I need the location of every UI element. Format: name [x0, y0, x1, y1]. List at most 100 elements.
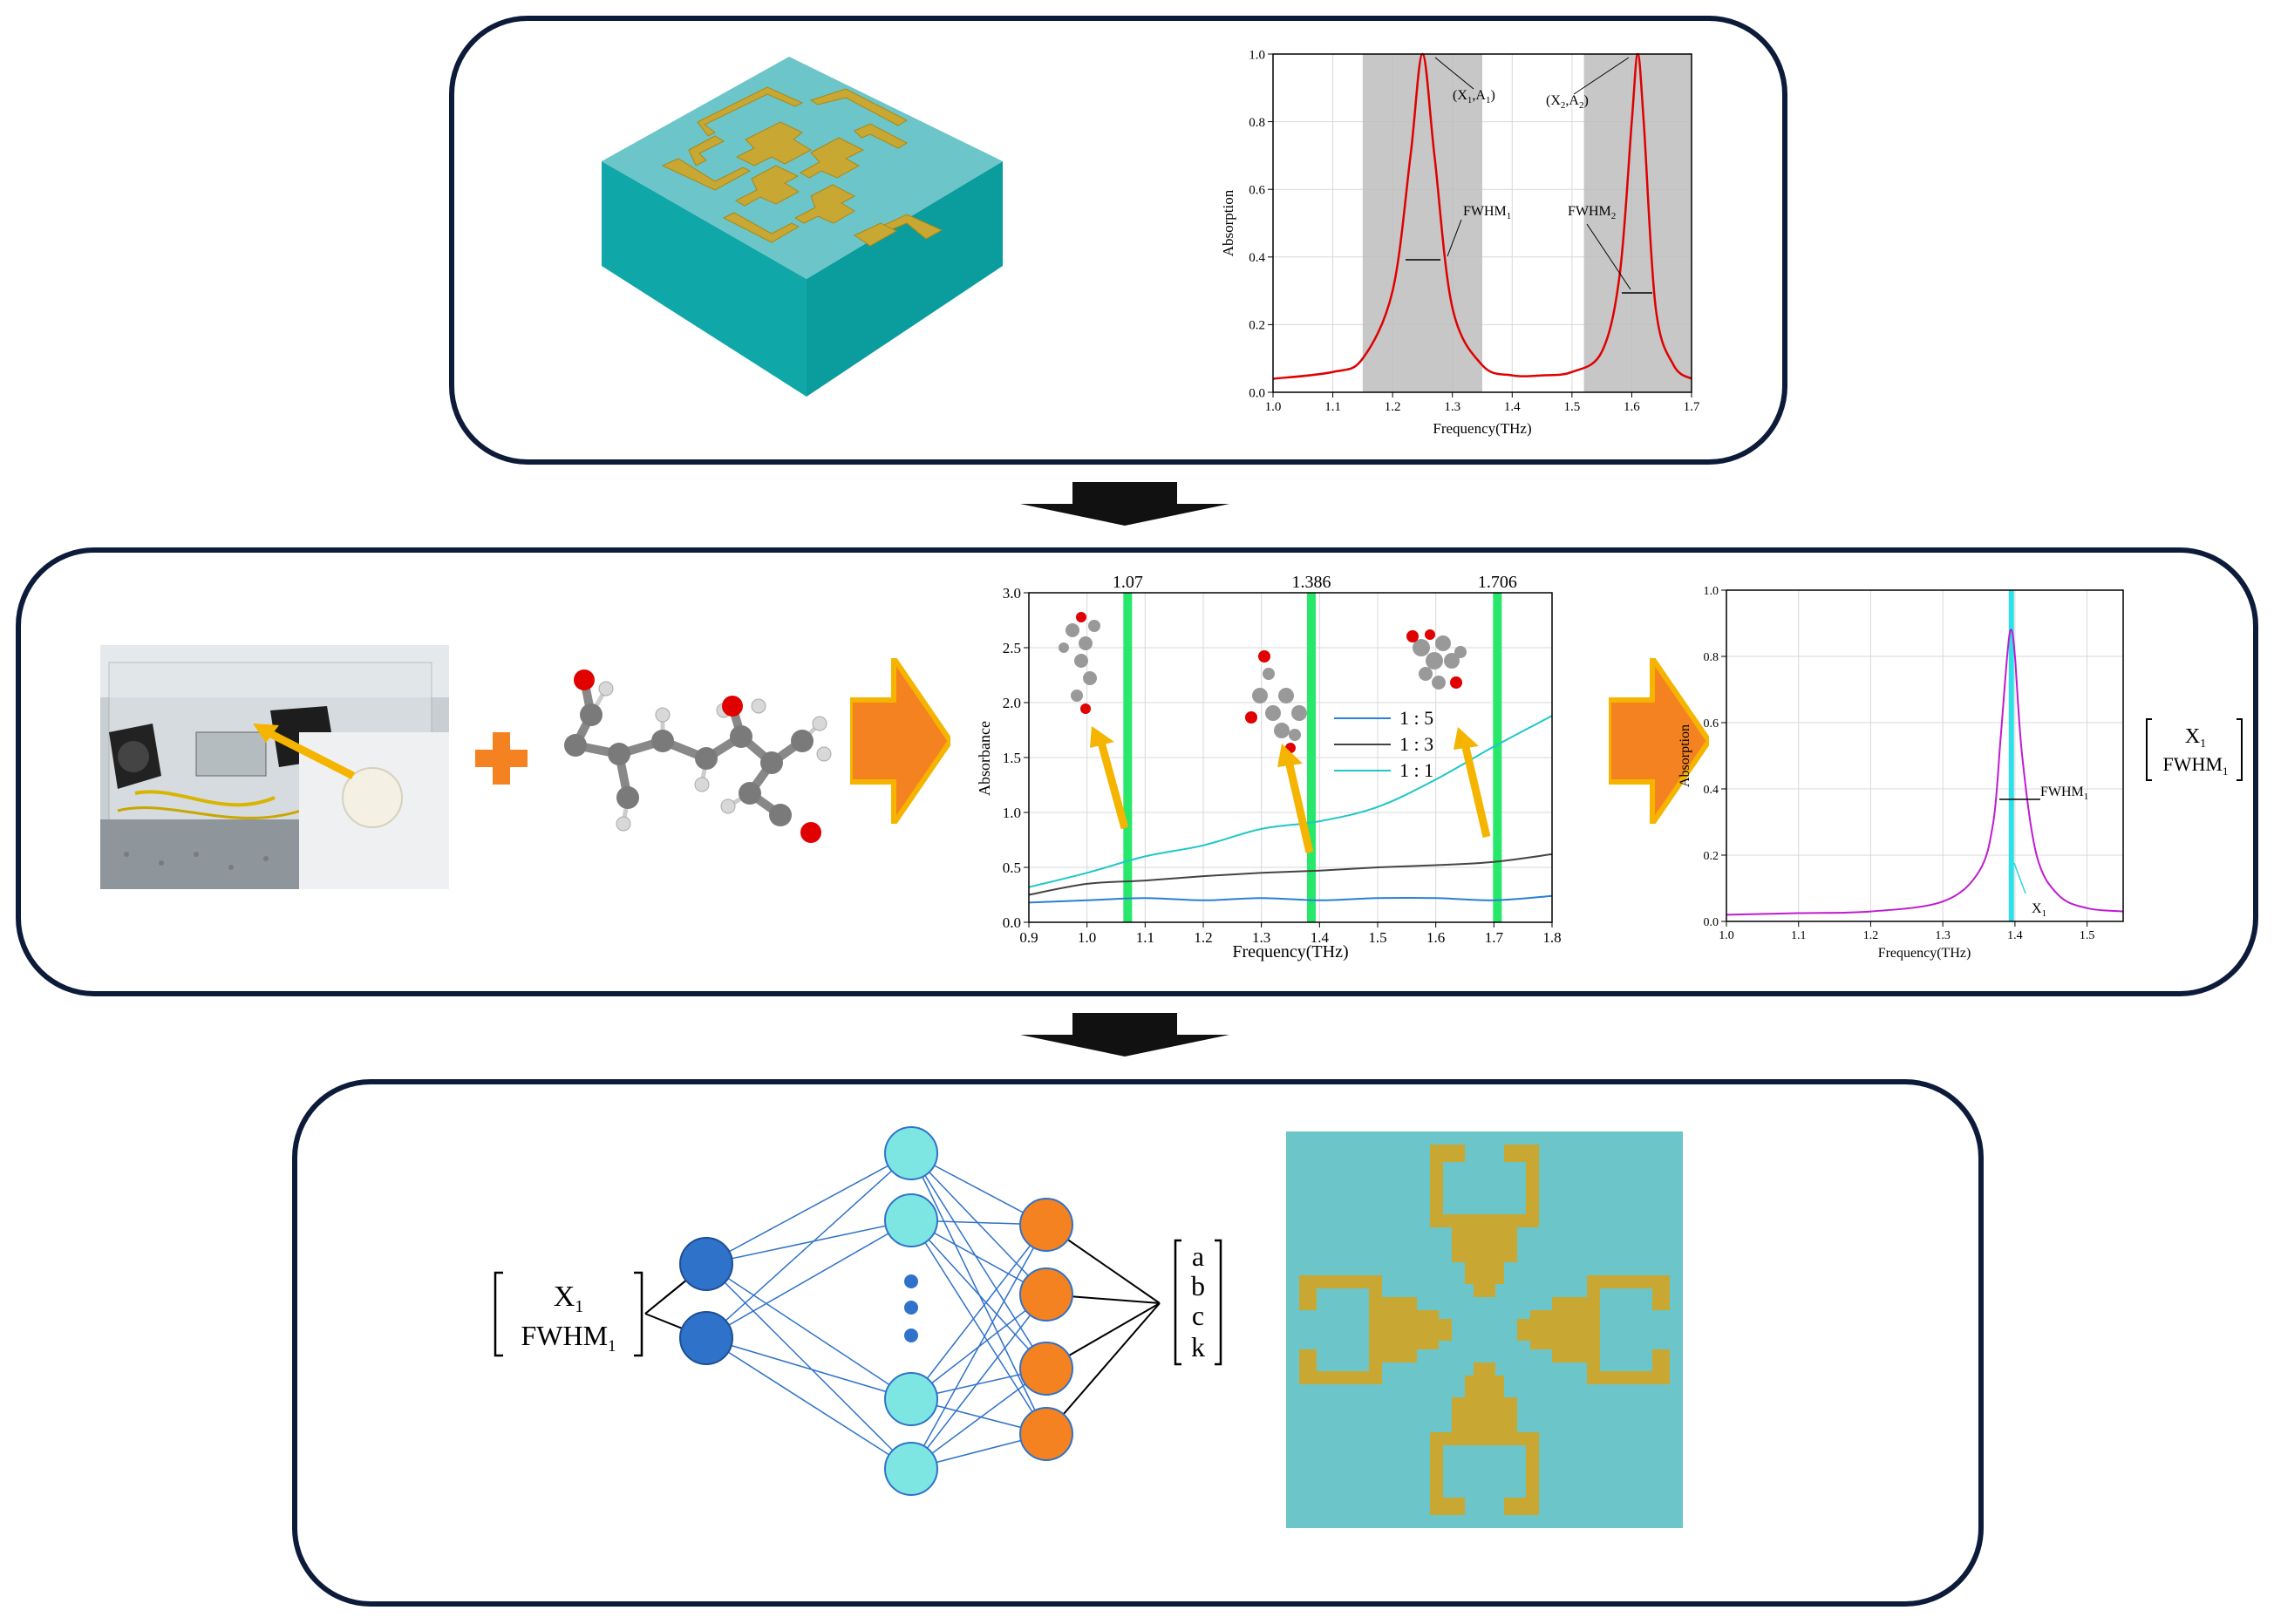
- unit-cell-2d: [1286, 1131, 1683, 1528]
- annot-x1-right: X1: [2032, 901, 2046, 919]
- mid-chart-xlabel: Frequency(THz): [1232, 942, 1348, 961]
- x-tick-label: 1.1: [1136, 929, 1154, 946]
- marker-line: [1493, 593, 1502, 922]
- marker-label: 1.706: [1478, 573, 1517, 592]
- y-tick-label: 2.0: [1003, 695, 1021, 711]
- x-tick-label: 1.5: [2080, 929, 2095, 942]
- output-k: k: [1191, 1331, 1205, 1362]
- x-tick-label: 1.0: [1078, 929, 1096, 946]
- arm-top: [1430, 1145, 1539, 1297]
- x-tick-label: 1.3: [1935, 929, 1951, 942]
- hidden-node: [884, 1126, 938, 1180]
- input-vector: X1 FWHM1: [494, 1271, 643, 1357]
- marker-line: [1123, 593, 1133, 922]
- nn-edge: [705, 1152, 912, 1265]
- nn-edge: [705, 1152, 912, 1339]
- x-tick-label: 1.8: [1542, 929, 1561, 946]
- top-chart-xlabel: Frequency(THz): [1433, 420, 1531, 437]
- thz-setup-photo: [100, 645, 449, 889]
- x-tick-label: 1.7: [1684, 400, 1700, 414]
- absorption-curve: [1272, 52, 1692, 380]
- arm-left: [1299, 1275, 1452, 1384]
- cell-right-face: [807, 161, 1003, 397]
- mid-chart-lines: [1028, 715, 1553, 904]
- nn-edge: [705, 1220, 912, 1265]
- arm-bottom: [1430, 1362, 1539, 1515]
- x-tick-label: 1.4: [1504, 400, 1521, 414]
- nn-connections: [705, 1152, 1047, 1470]
- peak-marker: [2008, 590, 2014, 921]
- absorption-curve: [1726, 629, 2124, 916]
- input-fwhm1: FWHM1: [521, 1320, 616, 1356]
- y-tick-label: 0.8: [1249, 116, 1265, 130]
- nn-edge: [910, 1224, 1047, 1470]
- panel-inverse-design: [292, 1079, 1984, 1607]
- annot-peak2-arrow: [1573, 57, 1630, 95]
- marker-label: 1.386: [1292, 573, 1331, 592]
- y-tick-label: 1.5: [1003, 750, 1021, 766]
- y-tick-label: 0.0: [1249, 386, 1265, 400]
- annot-fwhm1-line: [1447, 219, 1462, 257]
- x-tick-label: 1.2: [1194, 929, 1212, 946]
- legend-label: 1 : 3: [1399, 733, 1433, 755]
- right-chart-frame: [1726, 589, 2124, 922]
- svg-text:FWHM1: FWHM1: [2163, 753, 2229, 778]
- mid-chart-legend: 1 : 51 : 31 : 1: [1334, 707, 1433, 781]
- arm-right: [1517, 1275, 1670, 1384]
- annot-x1-arrow: [2013, 862, 2026, 894]
- x-tick-label: 1.4: [2007, 929, 2023, 942]
- y-tick-label: 0.6: [1249, 183, 1265, 197]
- molecule-model: [564, 669, 832, 843]
- x-tick-label: 1.6: [1624, 400, 1640, 414]
- x-tick-label: 1.1: [1324, 400, 1341, 414]
- x-tick-label: 1.3: [1444, 400, 1460, 414]
- top-chart-yticks: 0.00.20.40.60.81.0: [1249, 48, 1273, 400]
- yellow-arrows: [1090, 726, 1491, 854]
- absorbance-line: [1028, 894, 1553, 904]
- mid-chart-markers: [1123, 593, 1502, 922]
- output-vector: a b c k: [1174, 1239, 1222, 1366]
- output-node: [1019, 1342, 1073, 1396]
- y-tick-label: 0.2: [1704, 850, 1719, 863]
- output-a: a: [1192, 1240, 1204, 1272]
- output-node: [1019, 1407, 1073, 1461]
- input-node: [679, 1237, 733, 1291]
- y-tick-label: 1.0: [1704, 585, 1719, 598]
- nn-edge: [910, 1152, 1047, 1369]
- output-node: [1019, 1198, 1073, 1252]
- down-arrow-1: [1020, 482, 1229, 526]
- legend-label: 1 : 1: [1399, 759, 1433, 781]
- marker-label: 1.07: [1113, 573, 1143, 592]
- right-chart-grid: [1726, 589, 2123, 922]
- y-tick-label: 0.4: [1704, 784, 1719, 797]
- nn-ellipsis-dots: [904, 1274, 918, 1342]
- nn-edge: [910, 1294, 1047, 1470]
- x-tick-label: 0.9: [1019, 929, 1038, 946]
- shaded-band: [1583, 54, 1692, 392]
- x-tick-label: 1.4: [1311, 929, 1330, 946]
- right-chart-xlabel: Frequency(THz): [1878, 946, 1971, 961]
- annot-peak2: (X2,A2): [1546, 93, 1589, 111]
- y-tick-label: 0.8: [1704, 651, 1719, 664]
- mid-chart-marker-labels: 1.07 1.386 1.706: [1113, 573, 1517, 592]
- top-chart-ylabel: Absorption: [1220, 189, 1236, 256]
- x-tick-label: 1.0: [1719, 929, 1734, 942]
- mid-chart-ylabel: Absorbance: [976, 721, 993, 796]
- nn-edge: [910, 1368, 1047, 1470]
- y-tick-label: 0.0: [1003, 914, 1021, 931]
- output-b: b: [1191, 1270, 1205, 1301]
- absorbance-line: [1028, 715, 1553, 888]
- x-tick-label: 1.6: [1426, 929, 1445, 946]
- nn-edge: [910, 1220, 1047, 1369]
- x-tick-label: 1.5: [1368, 929, 1386, 946]
- nn-edge: [705, 1263, 912, 1400]
- right-chart-yticks: 0.00.20.40.60.81.0: [1704, 585, 1726, 929]
- annot-peak1: (X1,A1): [1453, 88, 1495, 105]
- plus-icon: [475, 732, 528, 785]
